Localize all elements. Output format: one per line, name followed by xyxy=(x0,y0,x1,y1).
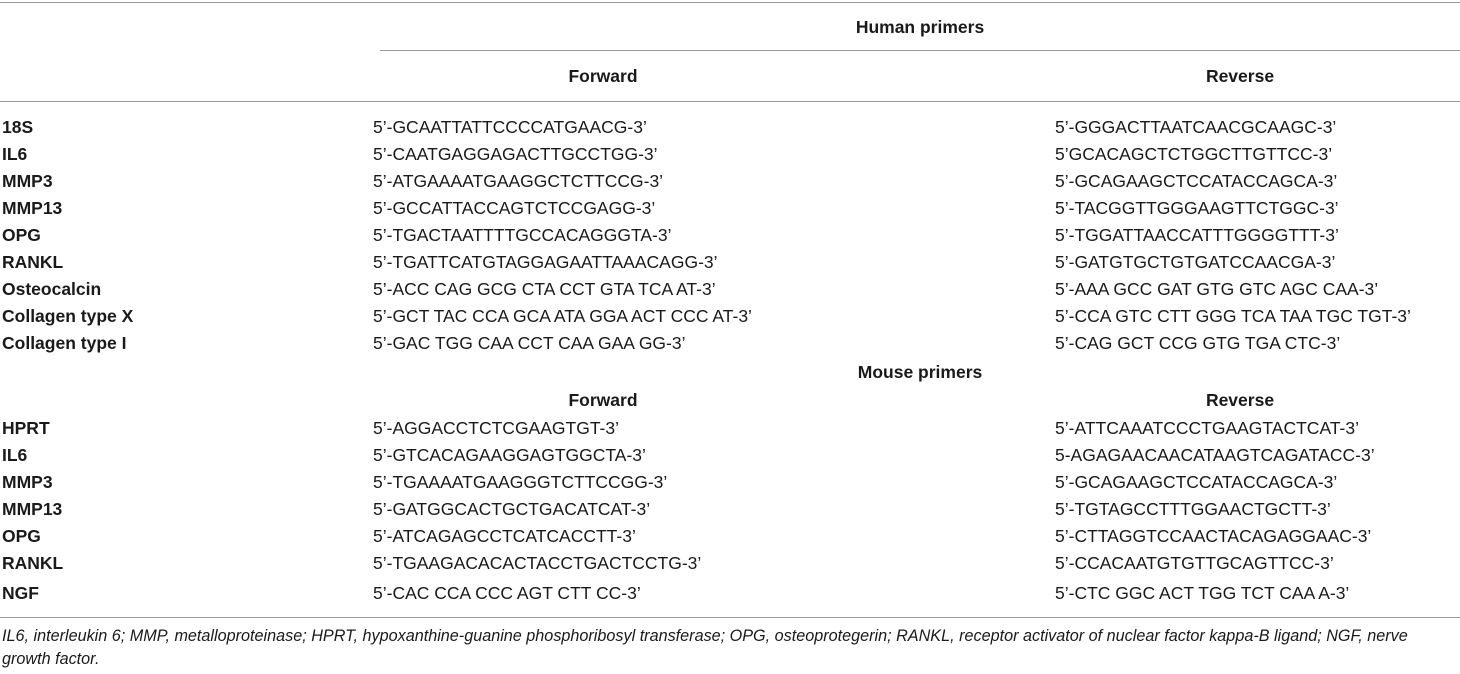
forward-primer: 5’-GCAATTATTCCCCATGAACG-3’ xyxy=(373,117,647,137)
table-bottom-rule xyxy=(0,617,1460,618)
mouse-primers-title: Mouse primers xyxy=(857,362,983,382)
mouse-forward-header: Forward xyxy=(568,390,638,410)
table-row-label: IL6 xyxy=(2,144,28,164)
forward-primer: 5’-ATCAGAGCCTCATCACCTT-3’ xyxy=(373,526,636,546)
forward-primer: 5’-TGATTCATGTAGGAGAATTAAACAGG-3’ xyxy=(373,252,718,272)
forward-primer: 5’-GAC TGG CAA CCT CAA GAA GG-3’ xyxy=(373,333,686,353)
reverse-primer: 5’-GCAGAAGCTCCATACCAGCA-3’ xyxy=(1055,472,1338,492)
forward-primer: 5’-CAC CCA CCC AGT CTT CC-3’ xyxy=(373,583,641,603)
forward-primer: 5’-AGGACCTCTCGAAGTGT-3’ xyxy=(373,418,619,438)
reverse-primer: 5’GCACAGCTCTGGCTTGTTCC-3’ xyxy=(1055,144,1333,164)
forward-primer: 5’-GCT TAC CCA GCA ATA GGA ACT CCC AT-3’ xyxy=(373,306,752,326)
human-reverse-header: Reverse xyxy=(1205,66,1275,86)
forward-primer: 5’-CAATGAGGAGACTTGCCTGG-3’ xyxy=(373,144,658,164)
table-row-label: RANKL xyxy=(2,553,64,573)
reverse-primer: 5’-GGGACTTAATCAACGCAAGC-3’ xyxy=(1055,117,1337,137)
table-row-label: Collagen type I xyxy=(2,333,127,353)
table-footnote: IL6, interleukin 6; MMP, metalloproteina… xyxy=(2,627,1408,668)
table-top-rule xyxy=(0,2,1460,3)
table-row-label: Osteocalcin xyxy=(2,279,102,299)
forward-primer: 5’-TGAAAATGAAGGGTCTTCCGG-3’ xyxy=(373,472,668,492)
forward-primer: 5’-GATGGCACTGCTGACATCAT-3’ xyxy=(373,499,651,519)
forward-primer: 5’-TGACTAATTTTGCCACAGGGTA-3’ xyxy=(373,225,672,245)
table-row-label: MMP13 xyxy=(2,198,63,218)
forward-primer: 5’-TGAAGACACACTACCTGACTCCTG-3’ xyxy=(373,553,702,573)
table-row-label: IL6 xyxy=(2,445,28,465)
human-forward-header: Forward xyxy=(568,66,638,86)
table-row-label: OPG xyxy=(2,225,41,245)
table-row-label: MMP3 xyxy=(2,171,53,191)
reverse-primer: 5-AGAGAACAACATAAGTCAGATACC-3’ xyxy=(1055,445,1375,465)
reverse-primer: 5’-CTTAGGTCCAACTACAGAGGAAC-3’ xyxy=(1055,526,1372,546)
reverse-primer: 5’-CAG GCT CCG GTG TGA CTC-3’ xyxy=(1055,333,1341,353)
reverse-primer: 5’-TGTAGCCTTTGGAACTGCTT-3’ xyxy=(1055,499,1331,519)
table-row-label: 18S xyxy=(2,117,34,137)
table-row-label: MMP3 xyxy=(2,472,53,492)
table-row-label: HPRT xyxy=(2,418,50,438)
table-row-label: Collagen type X xyxy=(2,306,134,326)
forward-primer: 5’-ATGAAAATGAAGGCTCTTCCG-3’ xyxy=(373,171,664,191)
reverse-primer: 5’-GATGTGCTGTGATCCAACGA-3’ xyxy=(1055,252,1336,272)
reverse-primer: 5’-ATTCAAATCCCTGAAGTACTCAT-3’ xyxy=(1055,418,1359,438)
table-row-label: MMP13 xyxy=(2,499,63,519)
reverse-primer: 5’-CTC GGC ACT TGG TCT CAA A-3’ xyxy=(1055,583,1350,603)
forward-primer: 5’-GCCATTACCAGTCTCCGAGG-3’ xyxy=(373,198,656,218)
column-header-rule xyxy=(0,101,1460,102)
table-row-label: RANKL xyxy=(2,252,64,272)
human-header-rule xyxy=(380,50,1460,51)
reverse-primer: 5’-AAA GCC GAT GTG GTC AGC CAA-3’ xyxy=(1055,279,1379,299)
forward-primer: 5’-ACC CAG GCG CTA CCT GTA TCA AT-3’ xyxy=(373,279,716,299)
table-row-label: NGF xyxy=(2,583,39,603)
reverse-primer: 5’-TGGATTAACCATTTGGGGTTT-3’ xyxy=(1055,225,1339,245)
forward-primer: 5’-GTCACAGAAGGAGTGGCTA-3’ xyxy=(373,445,646,465)
human-primers-title: Human primers xyxy=(855,17,985,37)
reverse-primer: 5’-TACGGTTGGGAAGTTCTGGC-3’ xyxy=(1055,198,1339,218)
reverse-primer: 5’-GCAGAAGCTCCATACCAGCA-3’ xyxy=(1055,171,1338,191)
reverse-primer: 5’-CCA GTC CTT GGG TCA TAA TGC TGT-3’ xyxy=(1055,306,1411,326)
mouse-reverse-header: Reverse xyxy=(1205,390,1275,410)
table-row-label: OPG xyxy=(2,526,41,546)
reverse-primer: 5’-CCACAATGTGTTGCAGTTCC-3’ xyxy=(1055,553,1334,573)
